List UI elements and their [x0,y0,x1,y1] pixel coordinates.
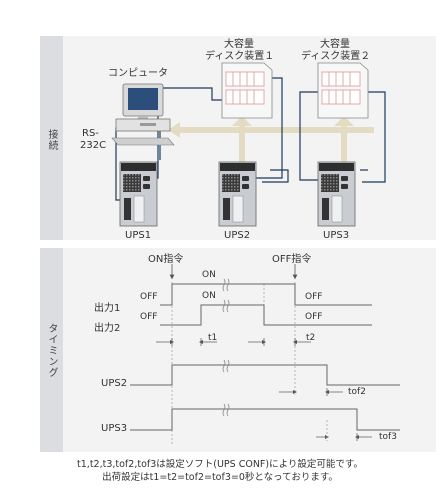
guide-lines [171,282,296,445]
output1-on-label: ON [202,270,216,280]
dimension-markers [156,338,372,441]
footnote-line-2: 出荷設定はt1=t2=tof2=tof3=0秒となっております。 [102,472,338,483]
ups3-timing-label: UPS3 [101,423,128,434]
ups2-label: UPS2 [224,230,251,241]
rs232c-label-2: 232C [80,140,107,151]
t1-label: t1 [208,333,218,343]
tof3-label: tof3 [379,432,397,442]
off-command-label: OFF指令 [272,254,312,265]
disk-unit-1 [221,62,273,119]
timing-band [40,248,63,452]
disk-unit-2 [317,62,369,119]
ups-unit-1 [119,161,158,227]
ups-unit-3 [317,161,356,227]
output2-off-label-1: OFF [140,312,158,322]
connection-band [40,36,63,240]
section-label-timing: タイミング [46,322,57,378]
rs232c-label-1: RS- [82,128,99,139]
footnote-line-1: t1,t2,t3,tof2,tof3は設定ソフト(UPS CONF)により設定可… [77,459,363,470]
output1-off-label-2: OFF [305,292,323,302]
ups-unit-2 [218,161,257,227]
output1-label: 出力1 [94,303,121,314]
disk2-label-2: ディスク装置２ [301,51,371,62]
ups3-label: UPS3 [323,230,350,241]
disk1-label-1: 大容量 [224,39,254,50]
output1-off-label-1: OFF [140,292,158,302]
ups2-timing-label: UPS2 [101,378,128,389]
output2-label: 出力2 [94,323,121,334]
tof2-label: tof2 [348,387,366,397]
disk1-label-2: ディスク装置１ [205,51,275,62]
command-arrows [169,264,298,280]
timing-panel [63,248,436,452]
break-marks [222,278,230,417]
output2-off-label-2: OFF [305,312,323,322]
computer-label: コンピュータ [108,68,168,79]
t2-label: t2 [306,333,316,343]
computer [111,83,175,146]
ups1-label: UPS1 [125,230,152,241]
output2-on-label: ON [202,291,216,301]
signal-arrows [168,116,374,162]
disk2-label-1: 大容量 [320,39,350,50]
on-command-label: ON指令 [148,254,184,265]
section-label-connection: 接続 [46,129,57,151]
waveforms [130,283,400,431]
